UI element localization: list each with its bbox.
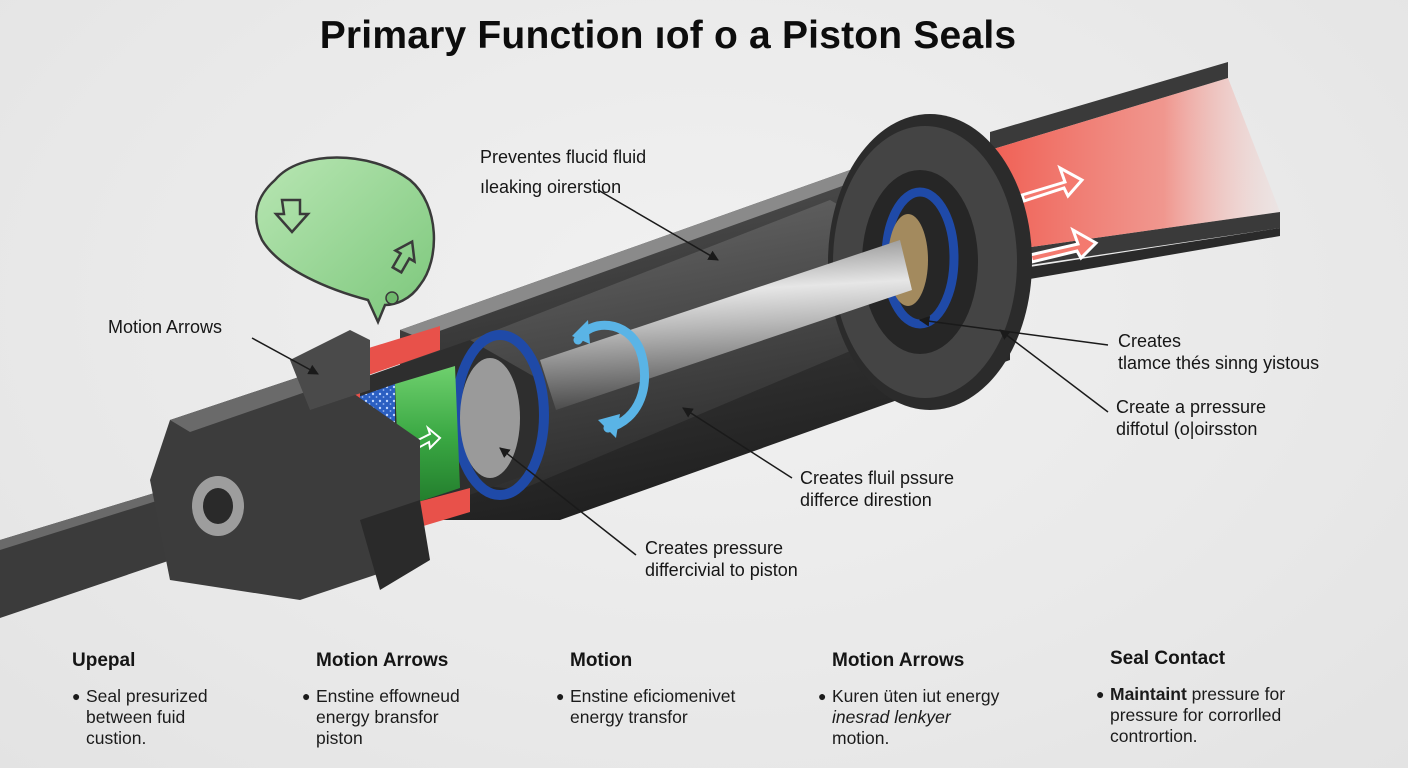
list-item-text: Seal presurized between fuid custion. [86, 686, 208, 748]
column-heading: Upepal [72, 650, 136, 671]
outlet-arrow-lower [1028, 226, 1099, 264]
list-item-line-1: Kuren üten iut energy [832, 686, 1000, 706]
column-upepal: Upepal ● Seal presurized between fuid cu… [72, 650, 312, 749]
list-item: ● Enstine eficiomenivet energy transfor [556, 686, 796, 728]
column-heading: Motion [570, 650, 633, 671]
callout-motion-arrows: Motion Arrows [108, 316, 222, 338]
callout-prevents-line-2: ıleaking oirerstion [480, 177, 622, 197]
front-end-cap [150, 330, 430, 600]
page-title: Primary Function ıof o a Piston Seals [319, 14, 1017, 57]
piston-rod [540, 240, 912, 410]
callout-creates: Creates tlamce thés sinng yistous [1118, 330, 1319, 374]
callout-creates-line-2: tlamce thés sinng yistous [1118, 353, 1320, 373]
callout-motion-arrows-text: Motion Arrows [108, 317, 223, 337]
column-heading: Seal Contact [1110, 648, 1226, 669]
list-item: ● Seal presurized between fuid custion. [72, 686, 312, 749]
leader-lines [251, 189, 1109, 556]
callout-creates-line-1: Creates [1118, 331, 1182, 351]
green-bubble [255, 156, 436, 326]
outlet-arrow-upper [1020, 164, 1085, 203]
callout-creates-fluid: Creates fluil pssure differce direstion [800, 467, 954, 511]
list-item-line-2: pressure for corrorlled contrortion. [1110, 705, 1282, 746]
callout-create-pressure-line-2: diffotul (o|oirsston [1116, 419, 1258, 439]
bullet-icon: ● [818, 688, 827, 704]
callout-creates-pressure: Creates pressure differcivial to piston [645, 537, 798, 581]
column-heading: Motion Arrows [832, 650, 965, 671]
list-item-line-2: inesrad lenkyer [832, 707, 951, 727]
callout-prevents-line-1: Preventes flucid fluid [480, 147, 647, 167]
callout-creates-pressure-line-1: Creates pressure [645, 538, 784, 558]
callout-create-pressure-line-1: Create a prressure [1116, 397, 1267, 417]
list-item: ● Enstine effowneud energy bransfor pist… [302, 686, 542, 749]
rotation-arrow [573, 320, 650, 433]
callout-creates-pressure-line-2: differcivial to piston [645, 560, 798, 580]
column-motion: Motion ● Enstine eficiomenivet energy tr… [556, 650, 796, 728]
list-item-line-1: pressure for [1186, 684, 1286, 704]
callout-prevents-leaking: Preventes flucid fluid ıleaking oirersti… [480, 146, 646, 198]
bullet-icon: ● [1096, 686, 1105, 702]
bullet-icon: ● [556, 688, 565, 704]
column-motion-arrows: Motion Arrows ● Enstine effowneud energy… [302, 650, 542, 749]
column-heading: Motion Arrows [316, 650, 449, 671]
list-item-text: Enstine effowneud energy bransfor piston [316, 686, 460, 748]
list-item-text: Enstine eficiomenivet energy transfor [570, 686, 736, 727]
list-item-line-3: motion. [832, 728, 890, 748]
callout-creates-fluid-line-1: Creates fluil pssure [800, 468, 955, 488]
outlet-pipe [990, 62, 1280, 282]
callout-create-pressure: Create a prressure diffotul (o|oirsston [1116, 396, 1266, 440]
list-item-bold-lead: Maintaint [1110, 684, 1187, 704]
bullet-icon: ● [72, 688, 81, 704]
callout-creates-fluid-line-2: differce direstion [800, 490, 932, 510]
bullet-icon: ● [302, 688, 311, 704]
